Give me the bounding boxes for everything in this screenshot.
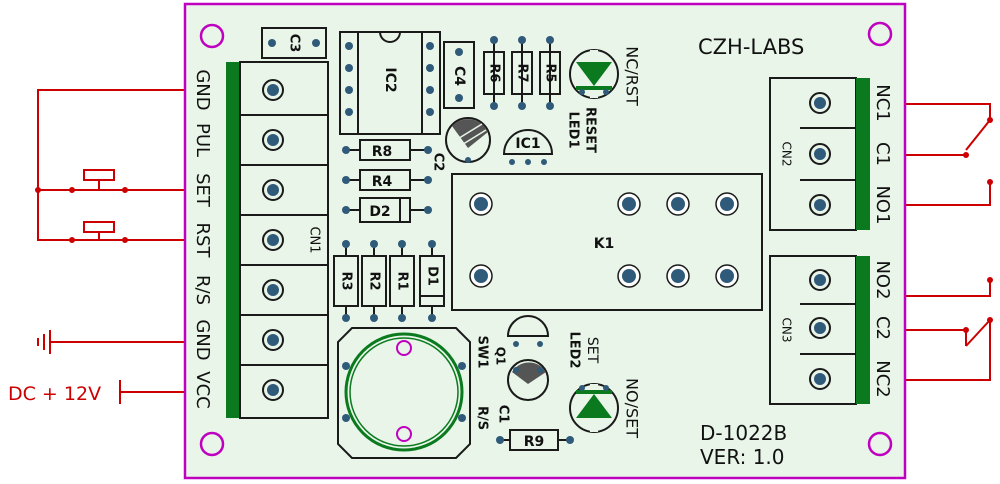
cn3-pin-label: NC2: [872, 360, 893, 398]
cn3-terminal-block: [769, 255, 870, 405]
r6-label: R6: [487, 63, 502, 82]
cn2-pin-label: C1: [872, 142, 893, 166]
cn2-pin-label: NC1: [872, 84, 893, 122]
cn2-terminal-block: [769, 77, 870, 231]
switch-contact-dots: [35, 117, 993, 333]
d2-label: D2: [369, 204, 390, 220]
version-label: VER: 1.0: [700, 445, 785, 469]
q1-label: Q1: [494, 347, 508, 366]
cn1-pin-label: GND: [192, 69, 213, 110]
nc-rst-label: NC/RST: [623, 46, 642, 106]
power-label: DC + 12V: [8, 383, 101, 405]
led-bottom: [569, 383, 619, 433]
led1-component: [569, 49, 619, 99]
r8-r4-d2-block: [346, 139, 428, 223]
ic2-chip: [339, 31, 441, 135]
r3-label: R3: [339, 271, 354, 290]
relay-k1: [451, 173, 763, 311]
reset-label: RESET: [583, 107, 598, 153]
cn1-label: CN1: [307, 226, 322, 253]
r1-label: R1: [395, 271, 410, 290]
sw-rs-label: R/S: [475, 406, 490, 430]
led2-label: LED2: [567, 331, 582, 368]
ic2-label: IC2: [382, 67, 398, 92]
c4-component: [443, 41, 475, 109]
r9-resistor: [496, 429, 574, 451]
r9-label: R9: [524, 434, 545, 450]
c2-label: C2: [431, 153, 446, 172]
set-label: SET: [584, 337, 600, 364]
r4-label: R4: [372, 174, 393, 190]
led1-label: LED1: [566, 111, 581, 148]
r3-r2-r1-d1-pads: [342, 240, 436, 322]
cn2-pin-label: NO1: [872, 185, 893, 224]
r2-label: R2: [367, 271, 382, 290]
model-label: D-1022B: [700, 421, 787, 445]
r3-r2-r1-d1-block: [333, 244, 445, 318]
cn3-label: CN3: [780, 318, 794, 343]
c4-label: C4: [451, 66, 467, 86]
cn1-pin-labels: GND PUL SET RST R/S GND VCC: [192, 69, 213, 408]
mounting-holes: [199, 21, 893, 457]
brand-label: CZH-LABS: [698, 35, 804, 59]
r8-r4-d2-pads: [342, 146, 432, 214]
sw1-label: SW1: [475, 336, 490, 369]
sw1-switch: [337, 327, 471, 459]
ic1-component: [502, 129, 554, 165]
resistor-array-top: [483, 38, 561, 108]
cn1-pin-label: PUL: [192, 123, 213, 157]
r7-label: R7: [515, 63, 530, 82]
led2-component: [506, 315, 550, 347]
resistor-array-top-pads: [490, 36, 554, 110]
c1-label: C1: [496, 405, 511, 424]
c3-component: [261, 27, 327, 59]
cn1-terminal-block: [226, 61, 329, 419]
c3-label: C3: [287, 34, 302, 53]
cn1-pin-label: R/S: [192, 275, 213, 305]
cn1-pin-label: VCC: [192, 371, 213, 408]
d1-label: D1: [425, 266, 440, 286]
r8-label: R8: [372, 144, 393, 160]
cn3-pin-label: NO2: [872, 260, 893, 299]
ic1-label: IC1: [515, 136, 540, 152]
cn1-pin-label: GND: [192, 319, 213, 360]
no-set-label: NO/SET: [623, 378, 642, 438]
cn1-pin-label: SET: [192, 173, 213, 208]
k1-label: K1: [594, 236, 615, 252]
c2-capacitor: [445, 117, 491, 163]
cn3-pin-label: C2: [872, 316, 893, 340]
cn2-label: CN2: [780, 142, 794, 167]
c1-capacitor: [507, 359, 549, 401]
cn1-pin-label: RST: [192, 223, 213, 259]
r5-label: R5: [543, 63, 558, 82]
